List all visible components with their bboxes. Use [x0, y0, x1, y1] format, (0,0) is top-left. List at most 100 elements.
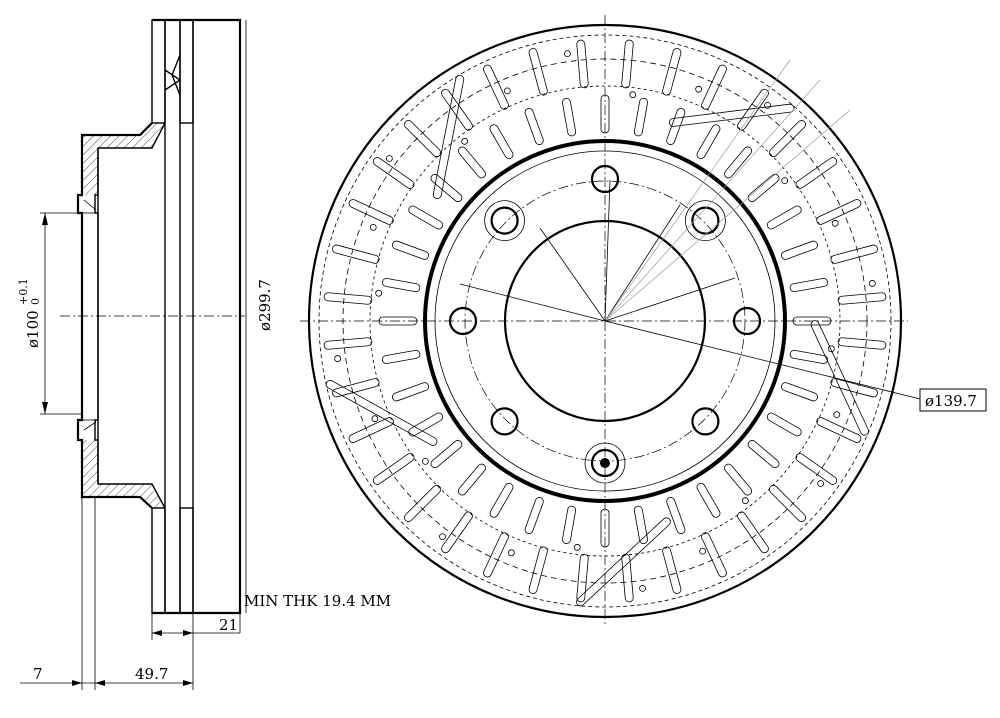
- vent-slot: [600, 508, 610, 548]
- vent-slot: [382, 278, 421, 293]
- min-thickness-label: MIN THK 19.4 MM: [244, 592, 391, 610]
- bolt-hole: [490, 206, 519, 235]
- drill-hole: [461, 137, 469, 145]
- vent-slot: [408, 205, 444, 230]
- overall-height-label: 49.7: [135, 665, 168, 683]
- drill-hole: [827, 345, 835, 353]
- friction-plate-inner-lower: [179, 507, 194, 614]
- drill-hole: [764, 101, 771, 109]
- vent-slot: [768, 120, 806, 158]
- vent-slot: [621, 39, 634, 89]
- vent-slot: [404, 120, 442, 158]
- vent-slot: [724, 463, 753, 496]
- vent-slot: [737, 511, 769, 554]
- vent-slot: [633, 98, 648, 137]
- drill-hole: [695, 85, 703, 93]
- vent-slot: [830, 378, 878, 398]
- drill-holes: [334, 50, 876, 592]
- vent-slot: [621, 553, 634, 603]
- vent-slot: [816, 417, 862, 443]
- friction-plate-inner: [179, 19, 194, 124]
- vent-slot: [696, 124, 721, 160]
- drill-hole: [833, 411, 841, 419]
- vent-slot: [781, 382, 818, 402]
- vent-slot: [789, 278, 828, 293]
- bolt-hole: [732, 306, 762, 336]
- drill-hole: [639, 584, 646, 592]
- vent-slot: [348, 199, 394, 225]
- drill-hole: [439, 533, 446, 541]
- vent-slot: [372, 157, 415, 189]
- drill-hole: [334, 355, 342, 362]
- drill-hole: [421, 457, 429, 465]
- bore-tolerance-lower: 0: [29, 298, 42, 305]
- vent-slot: [768, 484, 806, 522]
- vent-slot: [430, 173, 463, 202]
- vent-slot: [781, 240, 818, 260]
- drill-hole: [781, 177, 789, 185]
- vent-slot: [323, 292, 373, 305]
- vent-slot: [576, 553, 589, 603]
- vent-slot: [789, 349, 828, 364]
- vent-slot: [562, 505, 577, 544]
- vent-slot: [489, 124, 514, 160]
- vent-slot: [830, 244, 878, 264]
- vent-slot: [837, 337, 887, 350]
- vent-slot: [323, 337, 373, 350]
- drill-hole: [573, 543, 581, 551]
- vent-slot: [332, 244, 380, 264]
- vent-slot: [392, 382, 429, 402]
- vent-slot: [837, 292, 887, 305]
- vent-slot: [483, 64, 509, 110]
- vent-slot: [724, 146, 753, 179]
- surface-grooves: [325, 74, 869, 607]
- pcd-leader: [604, 320, 921, 400]
- outer-diameter-label: ø299.7: [256, 279, 274, 331]
- drill-hole: [375, 289, 383, 297]
- vent-slot: [701, 532, 727, 578]
- drill-hole: [371, 415, 379, 423]
- vent-slot: [792, 316, 832, 326]
- bolt-hole-counterbore: [685, 200, 726, 241]
- vent-slot: [441, 88, 473, 131]
- pcd-label-box: [919, 388, 987, 412]
- vent-slot: [576, 39, 589, 89]
- drill-hole: [699, 547, 707, 555]
- vent-slot: [524, 108, 544, 145]
- vent-slot: [747, 440, 780, 469]
- vent-slot: [696, 482, 721, 518]
- hub-offset-label: 7: [33, 665, 43, 683]
- bolt-hole: [590, 448, 620, 478]
- drill-hole: [385, 155, 393, 162]
- vent-slot: [378, 316, 418, 326]
- vent-slot: [348, 417, 394, 443]
- vent-slot: [528, 48, 548, 96]
- vent-slot: [633, 505, 648, 544]
- pcd-diameter-label: ø139.7: [925, 392, 977, 410]
- vent-slot: [747, 173, 780, 202]
- drill-hole: [503, 87, 511, 95]
- vent-slot: [737, 88, 769, 131]
- vent-slot: [766, 205, 802, 230]
- drill-hole: [564, 50, 571, 58]
- vent-slot: [392, 240, 429, 260]
- vent-slot: [382, 349, 421, 364]
- vent-slot: [795, 157, 838, 189]
- vent-slot: [666, 108, 686, 145]
- vent-slot: [524, 497, 544, 534]
- surface-groove: [576, 517, 671, 607]
- vent-slot: [404, 484, 442, 522]
- surface-groove: [669, 103, 795, 127]
- vent-slot: [795, 453, 838, 485]
- drill-hole: [369, 223, 377, 231]
- bore-diameter-label: ø100: [24, 310, 42, 348]
- vent-slot: [441, 511, 473, 554]
- surface-groove: [810, 320, 869, 436]
- bolt-hole: [590, 164, 620, 194]
- vent-slot: [489, 482, 514, 518]
- drill-hole: [868, 280, 876, 287]
- disc-thickness-label: 21: [219, 616, 238, 634]
- vent-slot: [662, 48, 682, 96]
- bolt-hole-counterbore: [484, 200, 525, 241]
- bolt-hole-counterbore: [584, 442, 626, 484]
